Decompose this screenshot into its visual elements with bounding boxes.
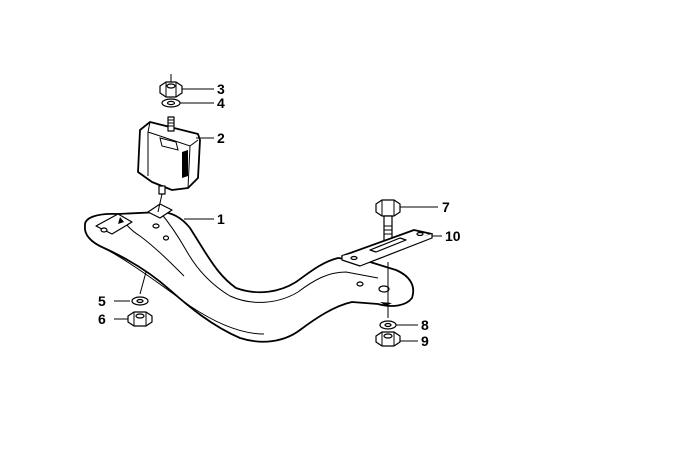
callout-2: 2 [217,130,225,146]
callout-10: 10 [445,228,461,244]
callout-1: 1 [217,211,225,227]
lower-right-washer [379,320,397,330]
lower-right-nut [375,331,401,347]
slotted-plate [341,229,433,267]
callout-9: 9 [421,333,429,349]
callout-7: 7 [442,199,450,215]
rubber-mount [137,116,201,195]
callout-6: 6 [98,311,106,327]
transmission-mount-bracket [84,203,415,343]
callout-5: 5 [98,293,106,309]
top-washer [161,98,181,108]
callout-4: 4 [217,95,225,111]
top-nut [159,81,183,98]
hex-bolt [375,199,401,243]
callout-3: 3 [217,81,225,97]
lower-left-nut [127,311,153,327]
callout-8: 8 [421,317,429,333]
leader-lines [114,88,442,342]
lower-left-washer [131,296,149,306]
